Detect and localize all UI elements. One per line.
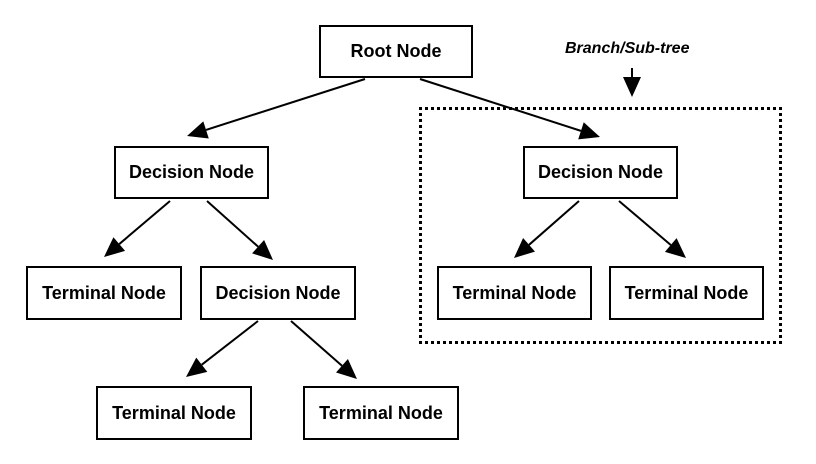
arrowhead (578, 122, 600, 140)
arrowhead (186, 357, 208, 377)
terminal-node-5: Terminal Node (609, 266, 764, 320)
arrowhead (252, 239, 273, 260)
edge-root-to-decision_1 (187, 78, 366, 139)
arrowhead (514, 238, 535, 258)
edge-line (528, 200, 580, 246)
arrowhead (623, 77, 641, 97)
edge-line (290, 320, 343, 367)
arrowhead (104, 237, 126, 257)
edge-decision_1-to-terminal_1 (104, 200, 171, 257)
terminal-node-1: Terminal Node (26, 266, 182, 320)
edge-line (206, 200, 259, 248)
subtree-label: Branch/Sub-tree (565, 40, 690, 57)
arrowhead (187, 121, 209, 139)
terminal-node-4: Terminal Node (437, 266, 592, 320)
edge-line (201, 320, 259, 366)
terminal-node-2: Terminal Node (96, 386, 252, 440)
arrowhead (664, 238, 686, 258)
decision-node-right: Decision Node (523, 146, 678, 199)
arrowhead (336, 359, 357, 379)
edge-line (118, 200, 171, 245)
edge-decision_1-to-decision_3 (206, 200, 273, 260)
root-node: Root Node (319, 25, 473, 78)
edge-line (419, 78, 582, 132)
edge-decision_3-to-terminal_2 (186, 320, 259, 377)
subtree-frame (419, 107, 782, 344)
edge-decision_3-to-terminal_3 (290, 320, 357, 379)
edge-decision_2-to-terminal_4 (514, 200, 580, 258)
decision-node-lower: Decision Node (200, 266, 356, 320)
edge-decision_2-to-terminal_5 (618, 200, 686, 258)
edge-line (205, 78, 366, 131)
edge-line (618, 200, 672, 246)
edge-root-to-decision_2 (419, 78, 600, 140)
decision-node-left: Decision Node (114, 146, 269, 199)
subtree-pointer-arrow (623, 68, 641, 97)
terminal-node-3: Terminal Node (303, 386, 459, 440)
